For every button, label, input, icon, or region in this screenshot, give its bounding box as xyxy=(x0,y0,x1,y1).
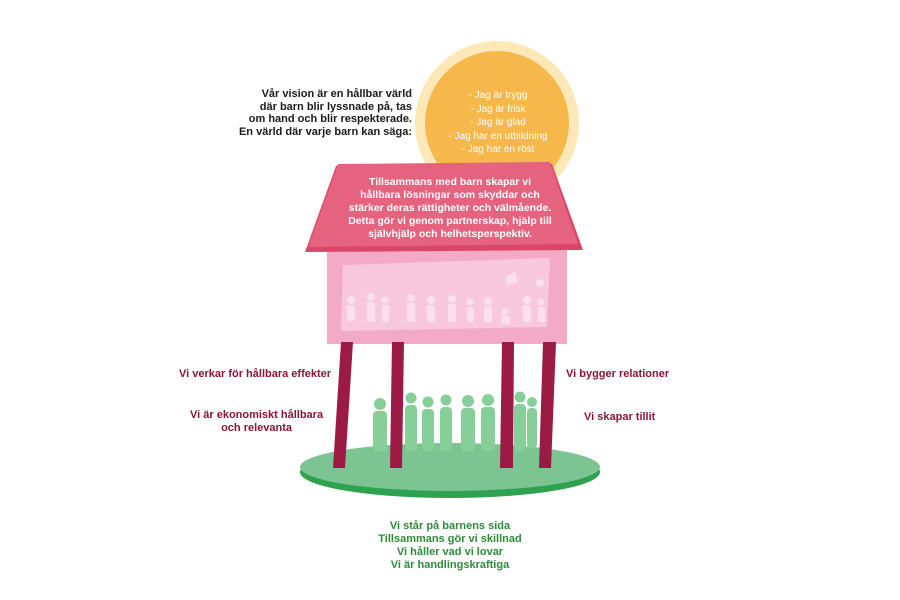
ground-platform xyxy=(300,443,600,491)
value-line: Vi är handlingskraftiga xyxy=(390,559,510,571)
mission-line: Detta gör vi genom partnerskap, hjälp ti… xyxy=(348,215,552,227)
mission-line: hållbara lösningar som skyddar och xyxy=(360,189,540,201)
vision-line: Vår vision är en hållbar värld xyxy=(261,88,412,100)
vision-statement: Vår vision är en hållbar värld där barn … xyxy=(212,88,412,138)
vision-line: En värld där varje barn kan säga: xyxy=(238,125,412,138)
left-pillar-top-label: Vi verkar för hållbara effekter xyxy=(179,368,332,380)
people-silhouettes xyxy=(373,391,537,451)
pillars xyxy=(333,342,556,468)
window xyxy=(341,258,550,331)
right-pillar-top-label: Vi bygger relationer xyxy=(566,368,670,380)
mission-line: Tillsammans med barn skapar vi xyxy=(368,176,532,188)
sun-item: - Jag är glad xyxy=(470,117,526,128)
left-pillar-bottom-label: Vi är ekonomiskt hållbara och relevanta xyxy=(190,409,323,435)
sun-item: - Jag är frisk xyxy=(470,103,526,115)
vision-line: om hand och blir respekterade. xyxy=(248,113,412,125)
mission-line: stärker deras rättigheter och välmående. xyxy=(348,202,552,214)
core-values: Vi står på barnens sida Tillsammans gör … xyxy=(330,520,570,572)
sun-statements: - Jag är trygg - Jag är frisk - Jag är g… xyxy=(428,89,568,157)
sun-item: - Jag har en utbildning xyxy=(448,130,548,142)
left-pillar-bottom-line: Vi är ekonomiskt hållbara xyxy=(190,409,324,421)
value-line: Tillsammans gör vi skillnad xyxy=(378,533,522,545)
mission-line: självhjälp och helhetsperspektiv. xyxy=(368,228,532,240)
children-silhouettes xyxy=(347,272,545,324)
left-pillar-bottom-line: och relevanta xyxy=(221,422,292,434)
roof xyxy=(308,162,578,247)
sun-item: - Jag är trygg xyxy=(468,90,528,101)
right-pillar-bottom-label: Vi skapar tillit xyxy=(584,411,656,423)
sun xyxy=(425,51,569,195)
value-line: Vi håller vad vi lovar xyxy=(396,546,504,558)
sun-item: - Jag har en röst xyxy=(461,144,535,155)
mission-statement: Tillsammans med barn skapar vi hållbara … xyxy=(330,176,570,241)
vision-line: där barn blir lyssnade på, tas xyxy=(259,100,412,113)
value-line: Vi står på barnens sida xyxy=(389,520,511,532)
